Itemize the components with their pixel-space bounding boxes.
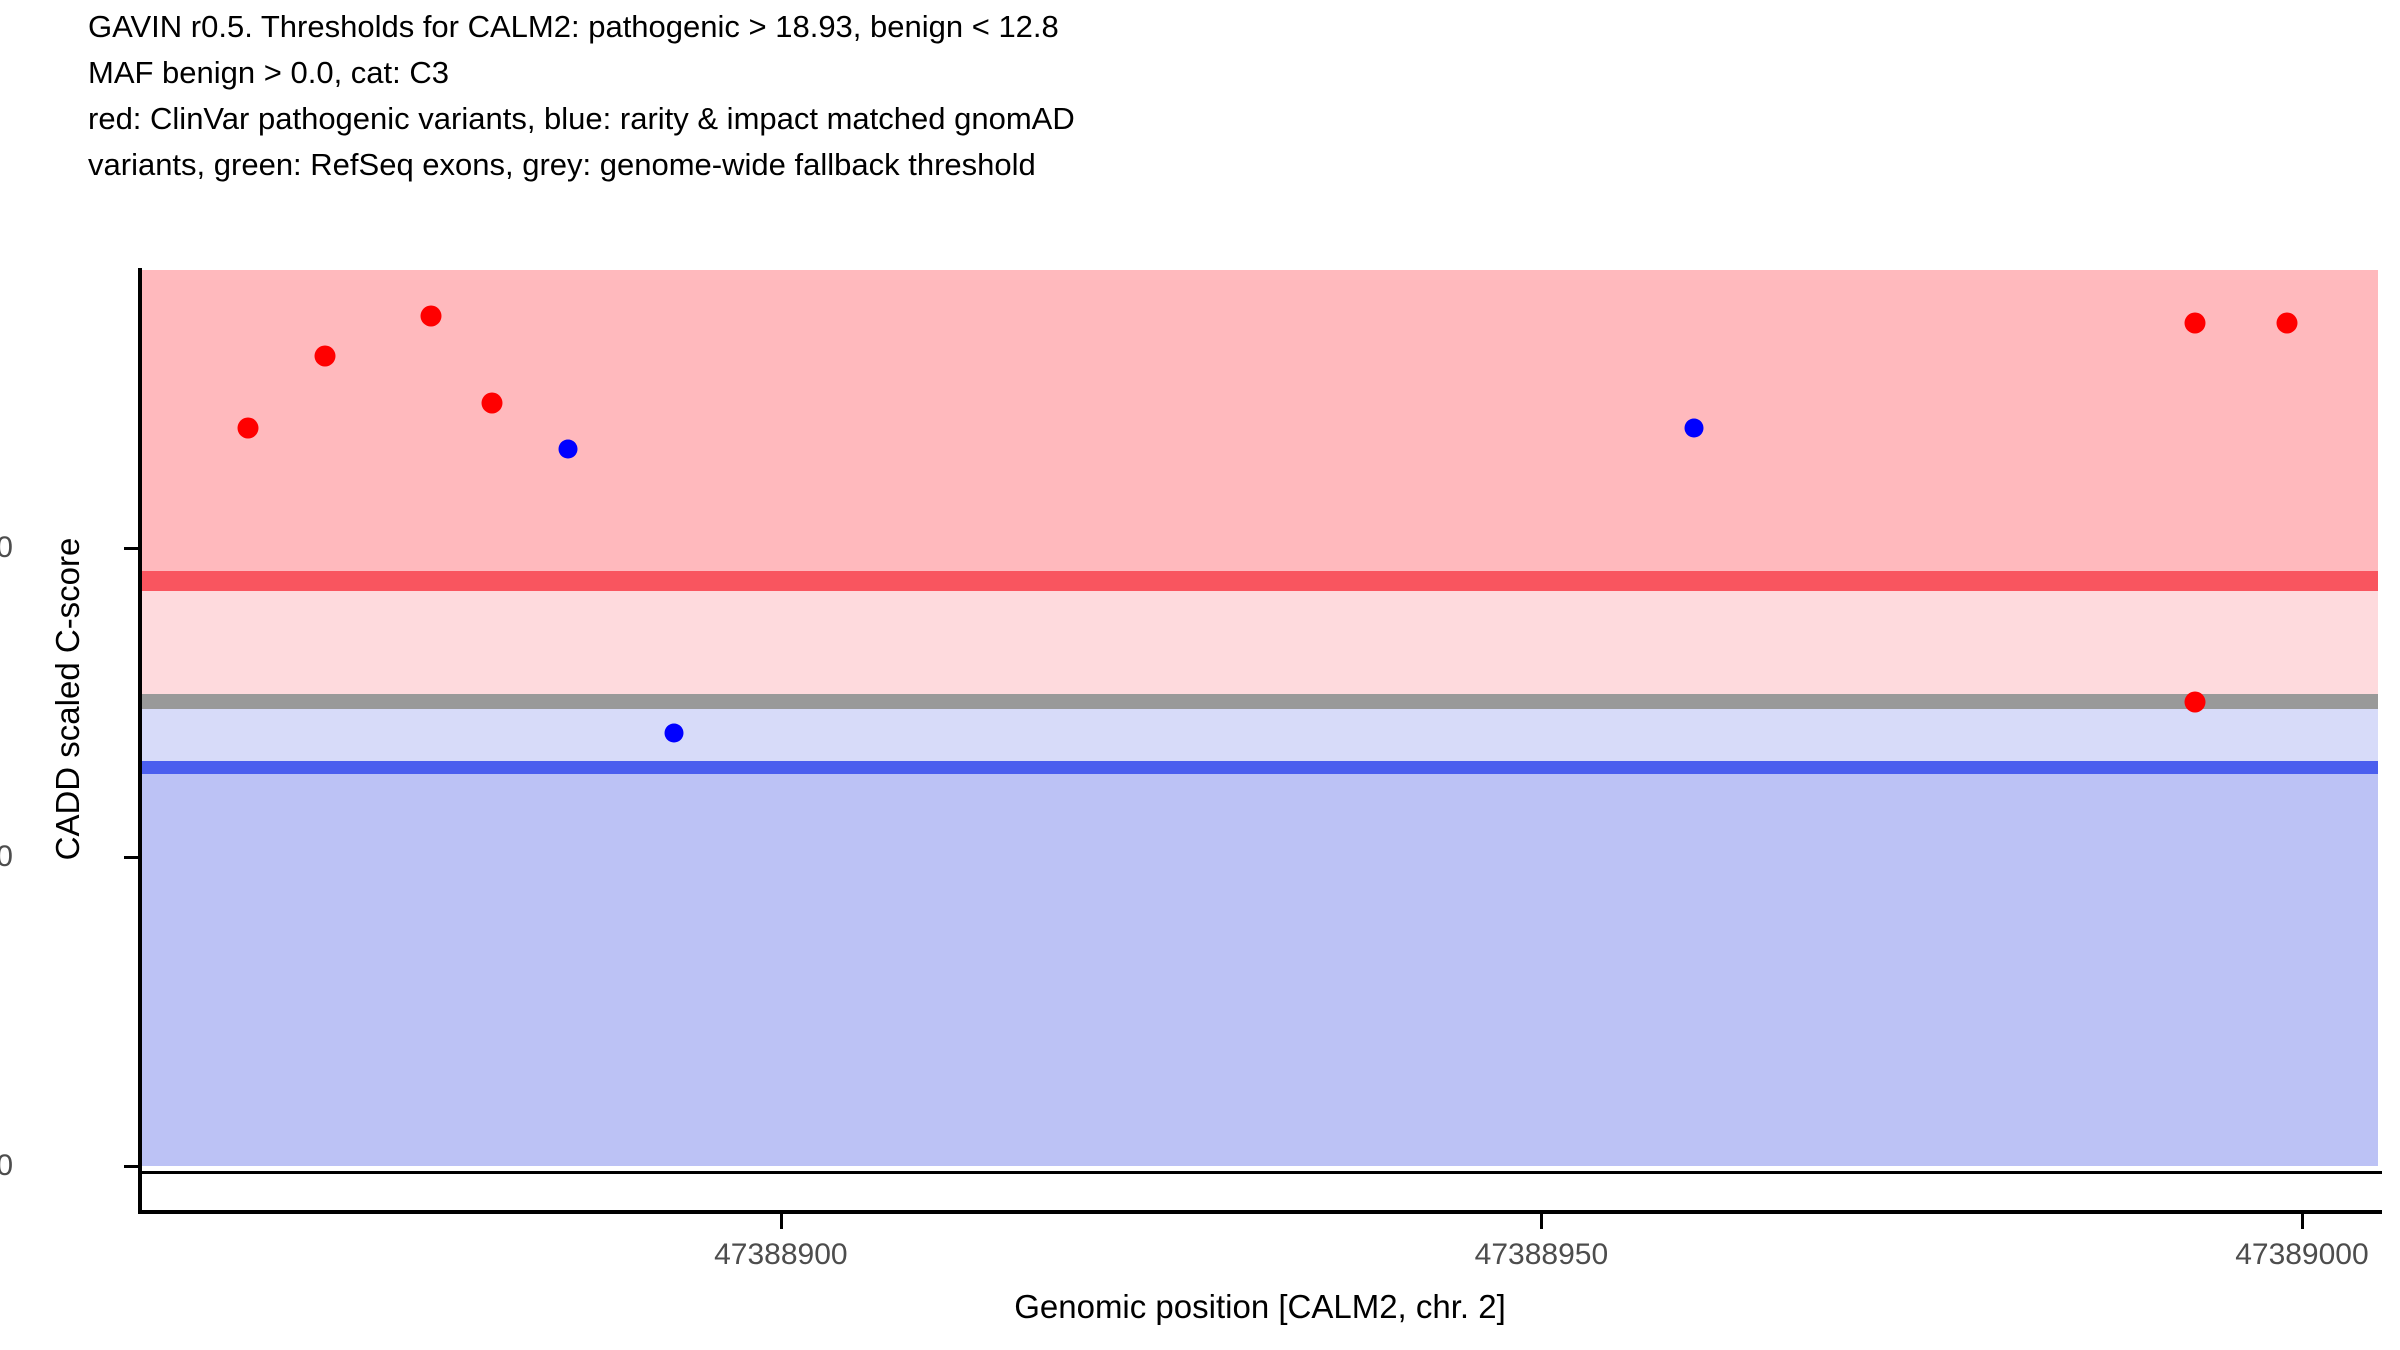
band-genome-wide-fallback-line	[142, 694, 2378, 709]
data-point-pathogenic-0	[237, 417, 259, 438]
y-axis-line	[138, 268, 142, 1214]
title-line-1: GAVIN r0.5. Thresholds for CALM2: pathog…	[88, 9, 1059, 44]
data-point-pathogenic-4	[2184, 312, 2206, 333]
data-point-gnomad-0	[558, 439, 578, 459]
band-uncertain-lower-region	[142, 708, 2378, 762]
data-point-pathogenic-6	[2184, 691, 2206, 713]
x-tick-mark-47388900	[779, 1214, 783, 1229]
x-tick-label-47388950: 47388950	[1474, 1238, 1609, 1271]
title-line-4: variants, green: RefSeq exons, grey: gen…	[88, 147, 1036, 182]
chart-title-block: GAVIN r0.5. Thresholds for CALM2: pathog…	[88, 4, 2388, 188]
y-tick-mark-0	[124, 1164, 138, 1168]
title-line-2: MAF benign > 0.0, cat: C3	[88, 55, 449, 90]
x-tick-mark-47388950	[1540, 1214, 1544, 1229]
data-point-pathogenic-1	[314, 345, 336, 367]
band-benign-region	[142, 773, 2378, 1166]
y-tick-label-10: 10	[0, 839, 13, 873]
data-point-pathogenic-2	[420, 305, 442, 327]
x-tick-label-47389000: 47389000	[2235, 1238, 2369, 1271]
data-point-pathogenic-3	[481, 392, 503, 414]
x-tick-mark-47389000	[2300, 1214, 2304, 1229]
y-tick-mark-20	[124, 546, 138, 550]
band-benign-threshold-line	[142, 761, 2378, 774]
y-tick-label-0: 0	[0, 1148, 13, 1182]
data-point-gnomad-2	[1684, 418, 1703, 437]
y-tick-label-20: 20	[0, 530, 13, 564]
zero-baseline	[142, 1171, 2382, 1174]
title-line-3: red: ClinVar pathogenic variants, blue: …	[88, 101, 1075, 136]
data-point-gnomad-1	[664, 723, 684, 743]
band-uncertain-upper-region	[142, 590, 2378, 695]
y-tick-mark-10	[124, 855, 138, 859]
x-tick-label-47388900: 47388900	[714, 1238, 848, 1271]
x-axis-line	[138, 1210, 2382, 1214]
x-axis-title: Genomic position [CALM2, chr. 2]	[1014, 1288, 1506, 1325]
data-point-pathogenic-5	[2276, 312, 2298, 333]
plot-panel	[142, 270, 2378, 1212]
band-pathogenic-threshold-line	[142, 571, 2378, 591]
y-axis-title: CADD scaled C-score	[49, 537, 86, 861]
band-pathogenic-region	[142, 270, 2378, 581]
